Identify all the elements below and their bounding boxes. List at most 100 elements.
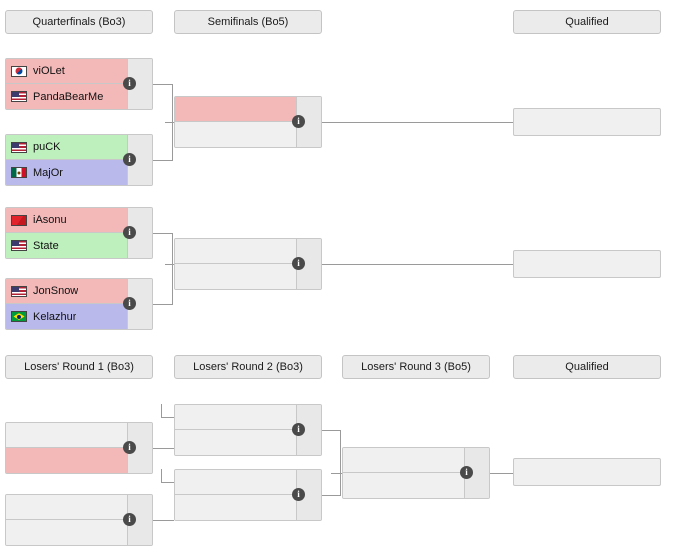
qualified-slot-winners[interactable] [513, 108, 661, 136]
match-lr2a[interactable] [174, 404, 322, 456]
match-qf4-opponent-2[interactable]: Kelazhur [6, 304, 127, 329]
qualified-slot-winners-2[interactable] [513, 250, 661, 278]
flag-icon-red [11, 214, 27, 226]
match-qf3-opponent-2[interactable]: State [6, 233, 127, 258]
connector-line [490, 473, 513, 474]
match-sf1-opponent-1[interactable] [175, 97, 296, 122]
match-lr2a-rows [175, 405, 296, 455]
match-lr3a-opponent-2[interactable] [343, 473, 464, 498]
match-lr2b-opponent-2[interactable] [175, 495, 296, 520]
connector-line [153, 160, 173, 161]
match-qf2-opponent-1[interactable]: puCK [6, 135, 127, 160]
match-qf2-opponent-2[interactable]: MajOr [6, 160, 127, 185]
info-icon[interactable]: i [460, 466, 473, 479]
match-qf1-opponent-1[interactable]: viOLet [6, 59, 127, 84]
info-icon[interactable]: i [123, 226, 136, 239]
match-lr3a-rows [343, 448, 464, 498]
info-icon[interactable]: i [123, 77, 136, 90]
player-name: PandaBearMe [33, 90, 104, 103]
connector-line [153, 520, 174, 521]
connector-line [172, 122, 173, 160]
connector-line [340, 430, 341, 473]
connector-line [172, 84, 173, 122]
flag-icon-br [11, 311, 27, 322]
round-header-losers-round-2: Losers' Round 2 (Bo3) [174, 355, 322, 379]
match-qf1-opponent-2[interactable]: PandaBearMe [6, 84, 127, 109]
round-header-losers-qualified: Qualified [513, 355, 661, 379]
flag-icon-kr [11, 65, 27, 77]
round-header-semifinals: Semifinals (Bo5) [174, 10, 322, 34]
player-name: viOLet [33, 65, 65, 77]
qualified-name [514, 109, 660, 117]
match-qf1[interactable]: viOLet PandaBearMe [5, 58, 153, 110]
match-lr1b-opponent-2[interactable] [6, 520, 127, 545]
match-qf4-opponent-1[interactable]: JonSnow [6, 279, 127, 304]
match-lr1b-rows [6, 495, 127, 545]
info-icon[interactable]: i [123, 441, 136, 454]
match-qf4[interactable]: JonSnow Kelazhur [5, 278, 153, 330]
round-header-winners-qualified: Qualified [513, 10, 661, 34]
match-lr2a-opponent-2[interactable] [175, 430, 296, 455]
connector-line [153, 233, 173, 234]
match-lr1a-opponent-2[interactable] [6, 448, 127, 473]
connector-line [322, 430, 341, 431]
player-name: puCK [33, 141, 61, 153]
match-qf2[interactable]: puCK MajOr [5, 134, 153, 186]
match-qf4-rows: JonSnow Kelazhur [6, 279, 127, 329]
qualified-name [514, 251, 660, 259]
info-icon[interactable]: i [123, 153, 136, 166]
match-lr2a-opponent-1[interactable] [175, 405, 296, 430]
info-icon[interactable]: i [292, 488, 305, 501]
connector-line [331, 473, 342, 474]
player-name: MajOr [33, 166, 63, 179]
connector-line [153, 304, 173, 305]
flag-icon-us [11, 240, 27, 251]
match-lr1b[interactable] [5, 494, 153, 546]
connector-line [161, 469, 162, 482]
match-qf3-rows: iAsonu State [6, 208, 127, 258]
player-name: JonSnow [33, 285, 79, 297]
round-header-quarterfinals: Quarterfinals (Bo3) [5, 10, 153, 34]
qualified-name [514, 459, 660, 467]
match-qf1-rows: viOLet PandaBearMe [6, 59, 127, 109]
match-lr3a[interactable] [342, 447, 490, 499]
match-lr1a-opponent-1[interactable] [6, 423, 127, 448]
info-icon[interactable]: i [292, 257, 305, 270]
player-name: iAsonu [33, 214, 67, 226]
info-icon[interactable]: i [123, 297, 136, 310]
round-header-losers-round-1: Losers' Round 1 (Bo3) [5, 355, 153, 379]
match-qf3-opponent-1[interactable]: iAsonu [6, 208, 127, 233]
connector-line [322, 495, 341, 496]
connector-line [161, 417, 174, 418]
match-sf2-opponent-2[interactable] [175, 264, 296, 289]
match-lr3a-opponent-1[interactable] [343, 448, 464, 473]
connector-line [340, 473, 341, 495]
player-name: Kelazhur [33, 310, 77, 323]
match-sf1[interactable] [174, 96, 322, 148]
connector-line [165, 122, 174, 123]
match-sf2[interactable] [174, 238, 322, 290]
connector-line [161, 404, 162, 417]
info-icon[interactable]: i [292, 115, 305, 128]
flag-icon-mx [11, 167, 27, 178]
match-sf2-opponent-1[interactable] [175, 239, 296, 264]
flag-icon-us [11, 141, 27, 153]
match-sf2-rows [175, 239, 296, 289]
match-lr1b-opponent-1[interactable] [6, 495, 127, 520]
connector-line [165, 264, 174, 265]
connector-line [322, 264, 513, 265]
qualified-slot-losers[interactable] [513, 458, 661, 486]
flag-icon-us [11, 285, 27, 297]
match-lr1a[interactable] [5, 422, 153, 474]
player-name: State [33, 239, 59, 252]
connector-line [172, 233, 173, 264]
info-icon[interactable]: i [123, 513, 136, 526]
match-lr1a-rows [6, 423, 127, 473]
round-header-losers-round-3: Losers' Round 3 (Bo5) [342, 355, 490, 379]
connector-line [161, 482, 174, 483]
match-lr2b-opponent-1[interactable] [175, 470, 296, 495]
connector-line [153, 448, 174, 449]
match-sf1-opponent-2[interactable] [175, 122, 296, 147]
info-icon[interactable]: i [292, 423, 305, 436]
